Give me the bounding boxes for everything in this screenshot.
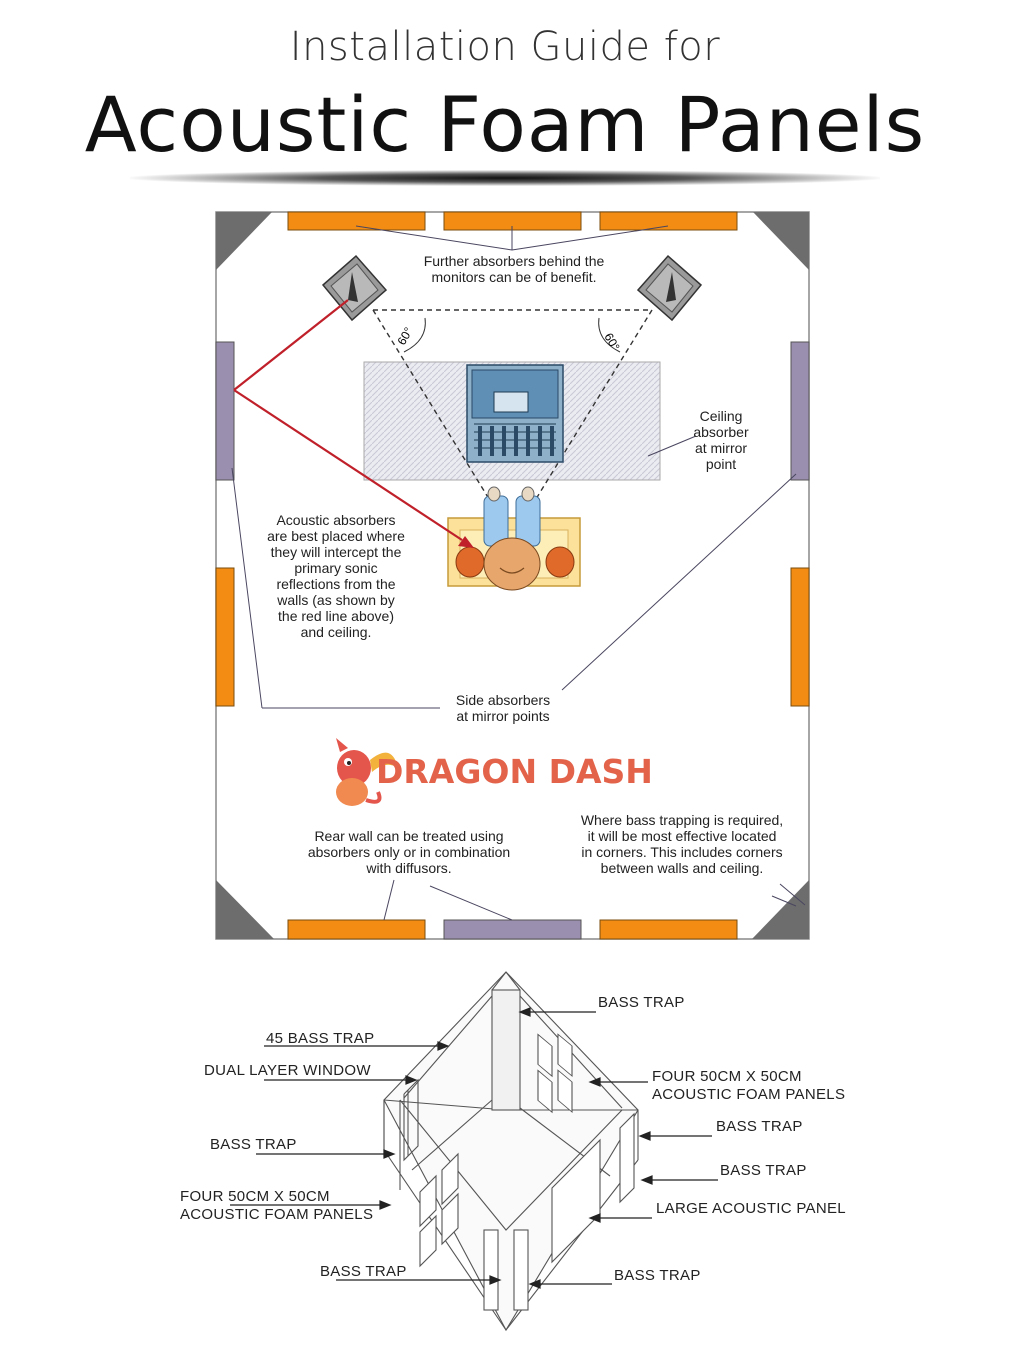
absorber-top-3: [599, 211, 738, 231]
floorplan: 60° 60°: [215, 211, 810, 940]
label-bass-trap-right-2: BASS TRAP: [720, 1162, 807, 1179]
reflection-path: [233, 299, 463, 541]
absorber-bottom-3: [599, 919, 738, 940]
listener: [447, 486, 581, 591]
note-ceiling-absorber: Ceiling absorber at mirror point: [693, 408, 749, 472]
note-monitors: Further absorbers behind the monitors ca…: [423, 253, 605, 285]
label-bass-trap-front-left: BASS TRAP: [320, 1263, 407, 1280]
monitor-left: [321, 254, 388, 322]
note-side-absorbers: Side absorbers at mirror points: [455, 692, 551, 724]
label-45-bass-trap: 45 BASS TRAP: [266, 1030, 375, 1047]
absorber-bottom-1: [287, 919, 426, 940]
leader-lines-floorplan: [231, 225, 806, 921]
room-3d-back-corner: [491, 989, 521, 1111]
title-divider: [130, 170, 880, 186]
mixing-console: [466, 364, 564, 463]
note-bass-trapping: Where bass trapping is required, it will…: [580, 812, 784, 876]
listening-triangle: [372, 309, 653, 526]
label-bass-trap-right-1: BASS TRAP: [716, 1118, 803, 1135]
label-four-panels-right: FOUR 50CM X 50CM ACOUSTIC FOAM PANELS: [652, 1068, 846, 1103]
side-absorber-left-orange: [215, 567, 235, 707]
side-absorber-right-purple: [790, 341, 810, 481]
corner-trap-bottom-right: [752, 880, 809, 939]
room-3d-leaders: [230, 1007, 718, 1289]
label-bass-trap-top: BASS TRAP: [598, 994, 685, 1011]
watermark-text: DRAGON DASH: [376, 752, 653, 791]
corner-trap-top-right: [753, 212, 809, 270]
label-large-acoustic-panel: LARGE ACOUSTIC PANEL: [656, 1200, 846, 1217]
reflection-arrowhead: [458, 536, 474, 548]
dragon-logo-icon: [336, 738, 398, 806]
corner-trap-bottom-left: [216, 880, 274, 939]
diffusor-bottom-2: [443, 919, 582, 940]
absorber-top-1: [287, 211, 426, 231]
label-bass-trap-left: BASS TRAP: [210, 1136, 297, 1153]
room-3d: [383, 971, 639, 1332]
note-rear-wall: Rear wall can be treated using absorbers…: [307, 828, 511, 876]
label-bass-trap-front-right: BASS TRAP: [614, 1267, 701, 1284]
title-line-1: Installation Guide for: [289, 24, 721, 70]
monitor-right: [636, 254, 703, 322]
label-dual-layer-window: DUAL LAYER WINDOW: [204, 1062, 371, 1079]
dual-layer-window: [403, 1078, 419, 1162]
angle-arc-left: [403, 317, 426, 353]
label-four-panels-left: FOUR 50CM X 50CM ACOUSTIC FOAM PANELS: [180, 1188, 374, 1223]
angle-arc-right: [598, 317, 621, 353]
corner-trap-top-left: [216, 212, 272, 270]
title-line-2: Acoustic Foam Panels: [84, 80, 926, 169]
side-absorber-left-purple: [215, 341, 235, 481]
note-primary-reflections: Acoustic absorbers are best placed where…: [267, 512, 405, 640]
side-absorber-right-orange: [790, 567, 810, 707]
